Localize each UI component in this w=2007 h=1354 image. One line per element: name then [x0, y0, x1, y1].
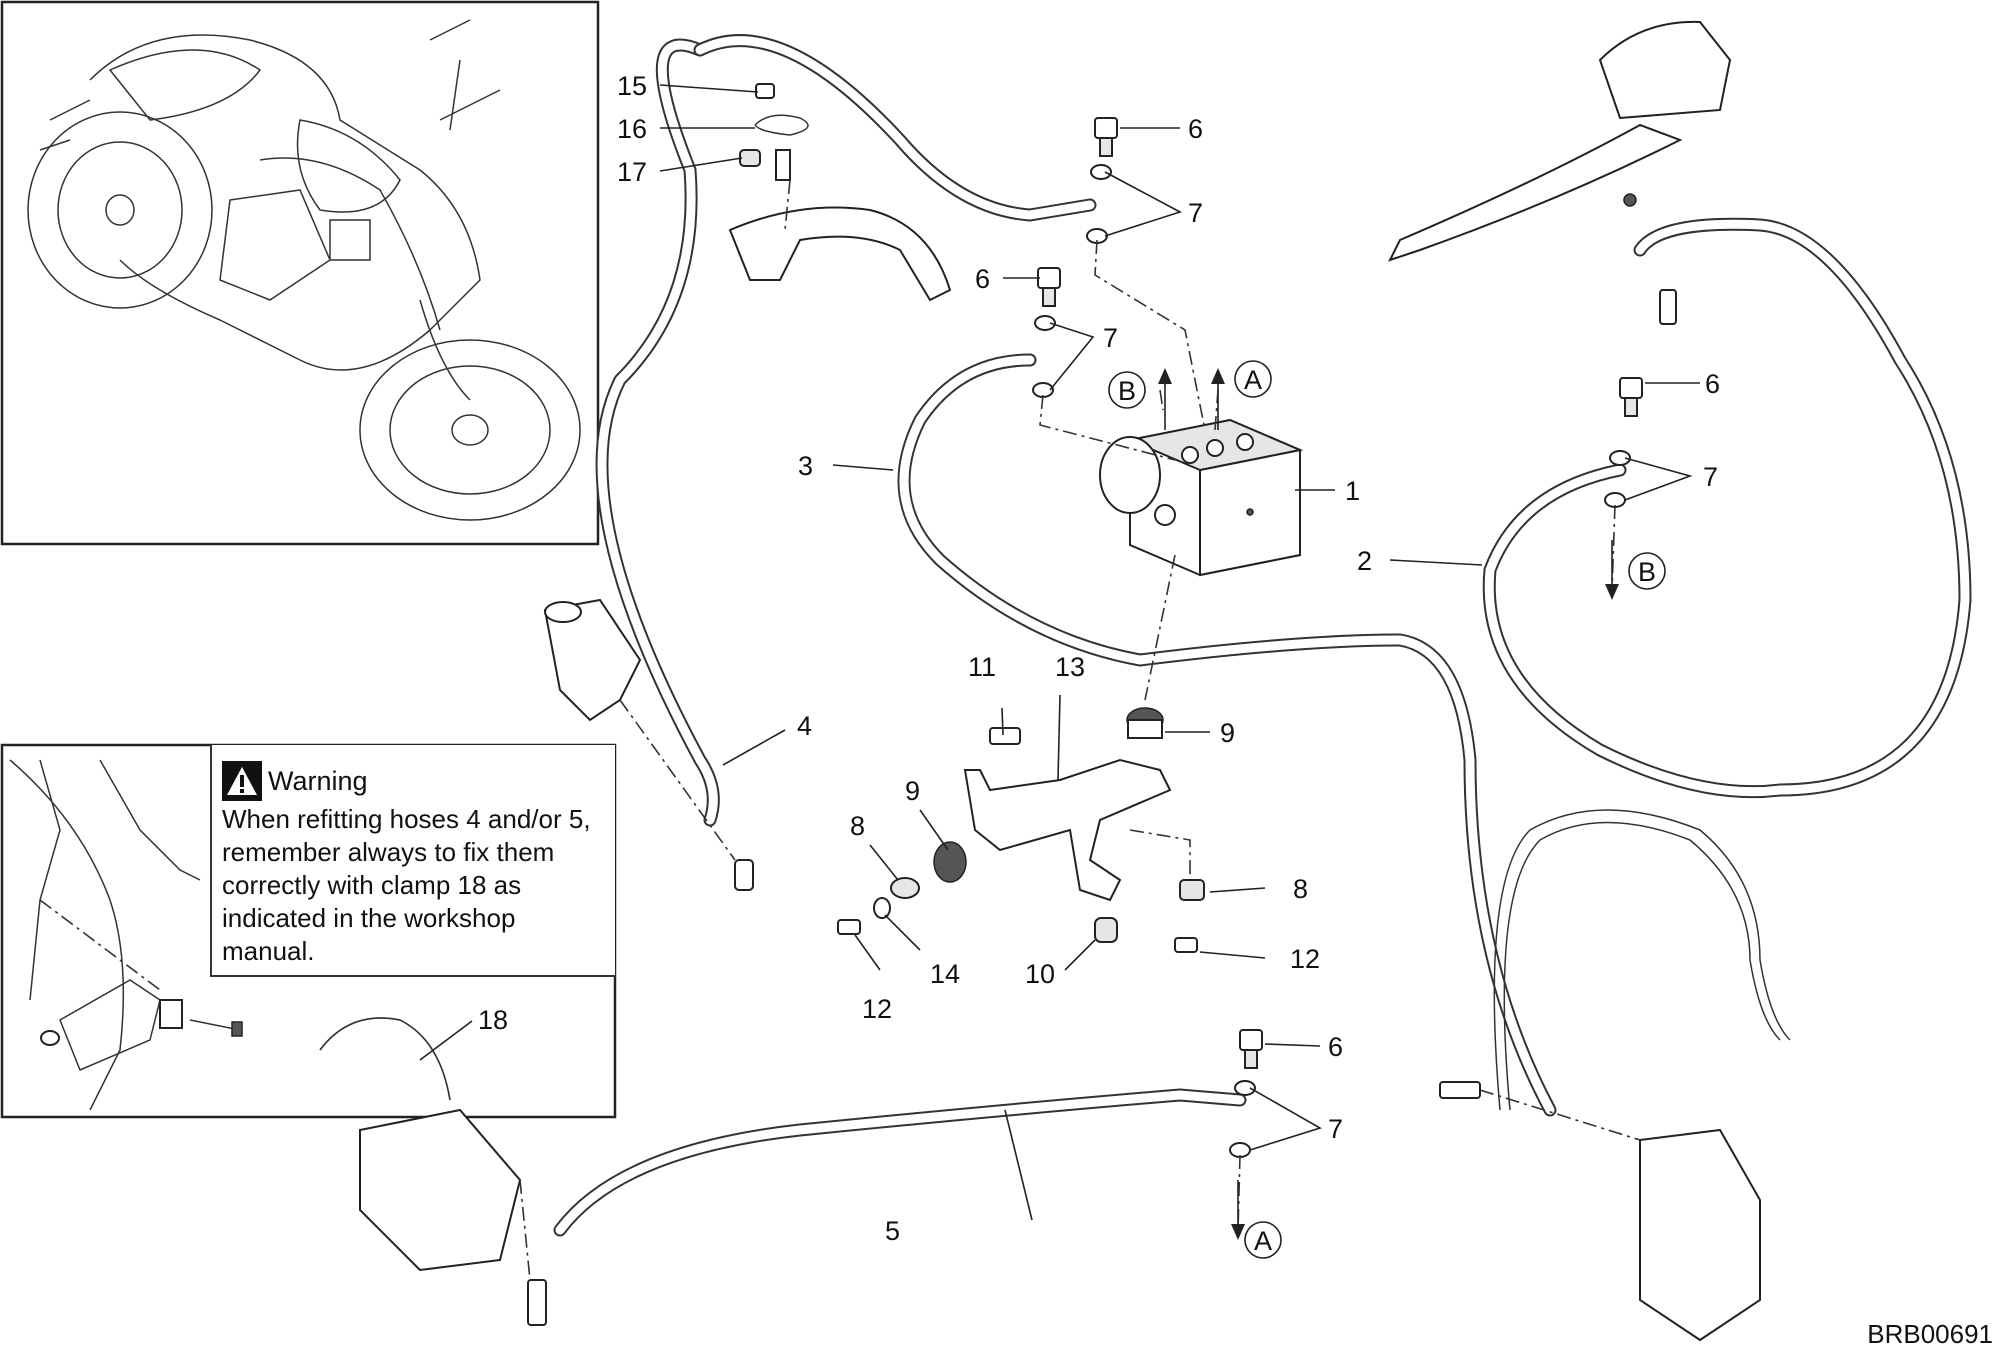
callout-7a: 7	[1188, 198, 1203, 228]
callout-6a: 6	[1188, 114, 1203, 144]
warning-header: Warning	[222, 761, 605, 801]
callout-4: 4	[797, 711, 812, 741]
leader-lines	[419, 84, 1700, 1221]
callout-18: 18	[478, 1005, 508, 1035]
svg-text:B: B	[1638, 557, 1656, 587]
warning-title: Warning	[268, 765, 368, 796]
callout-2: 2	[1357, 546, 1372, 576]
callout-3: 3	[798, 451, 813, 481]
circle-label-a-bottom: A	[1244, 1221, 1282, 1259]
callout-15: 15	[617, 71, 647, 101]
callout-13: 13	[1055, 652, 1085, 682]
warning-text: When refitting hoses 4 and/or 5, remembe…	[222, 804, 591, 966]
callout-16: 16	[617, 114, 647, 144]
callout-7b: 7	[1103, 323, 1118, 353]
circle-label-a-top: A	[1234, 360, 1272, 398]
callout-12b: 12	[862, 994, 892, 1024]
drawing-code: BRB00691	[1867, 1319, 1993, 1349]
callout-7d: 7	[1328, 1114, 1343, 1144]
callout-12a: 12	[1290, 944, 1320, 974]
flow-arrows	[1158, 368, 1619, 1240]
callout-6c: 6	[1705, 369, 1720, 399]
callout-1: 1	[1345, 476, 1360, 506]
brake-hoses	[553, 34, 1972, 1237]
svg-text:B: B	[1118, 376, 1136, 406]
callout-6b: 6	[975, 264, 990, 294]
warning-icon	[222, 761, 262, 801]
svg-text:A: A	[1244, 365, 1262, 395]
callout-17: 17	[617, 157, 647, 187]
callout-14: 14	[930, 959, 960, 989]
circled-references: B A B A	[1108, 360, 1666, 1259]
svg-text:A: A	[1254, 1226, 1272, 1256]
callout-6d: 6	[1328, 1032, 1343, 1062]
circle-label-b-top: B	[1108, 371, 1146, 409]
callout-11: 11	[968, 652, 996, 682]
abs-bracket	[933, 707, 1172, 943]
callout-8b: 8	[1293, 874, 1308, 904]
callout-7c: 7	[1703, 462, 1718, 492]
assembly-lines	[519, 179, 1641, 1281]
callout-9a: 9	[1220, 718, 1235, 748]
callout-5: 5	[885, 1216, 900, 1246]
circle-label-b-right: B	[1628, 552, 1666, 590]
warning-note: Warning When refitting hoses 4 and/or 5,…	[210, 745, 615, 977]
brake-components-sketches	[319, 20, 1761, 1342]
callout-numbers: 15 16 17 6 7 6 7 3 1 2 6 7 4 11 13 9 9 8…	[478, 71, 1720, 1246]
abs-modulator	[1099, 418, 1304, 577]
callout-10: 10	[1025, 959, 1055, 989]
callout-8a: 8	[850, 811, 865, 841]
callout-9b: 9	[905, 776, 920, 806]
motorcycle-overview-inset	[0, 0, 600, 546]
